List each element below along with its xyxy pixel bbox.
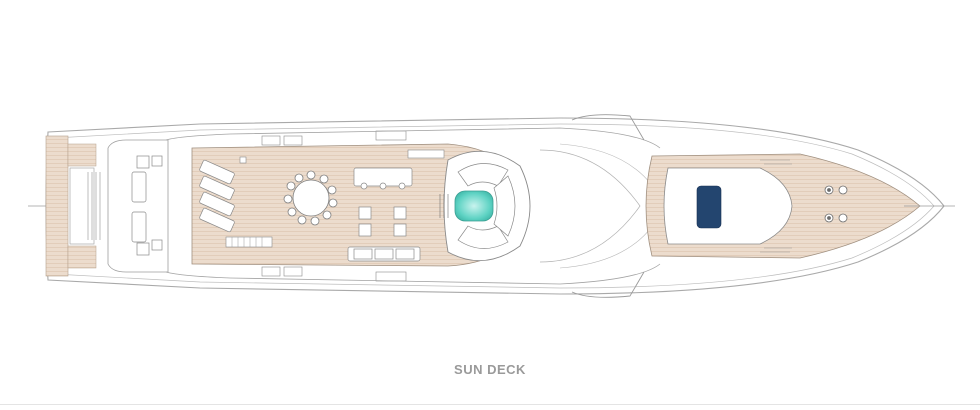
bottom-divider: [0, 404, 980, 405]
windscreen-line-a: [539, 149, 641, 263]
jacuzzi-pool: [454, 190, 494, 222]
storage-locker: [407, 149, 445, 159]
stern-teak-deck: [45, 135, 69, 277]
small-tables: [358, 206, 407, 237]
stern-teak-step-top: [67, 143, 97, 167]
round-dining-table: [283, 170, 338, 226]
aft-lounge-outline: [107, 139, 169, 273]
jacuzzi-steps: [439, 194, 449, 218]
stern-steps: [87, 172, 101, 240]
foredeck-cabin: [663, 167, 793, 245]
sunbeds: [199, 159, 235, 233]
aft-lounge-chairs: [131, 155, 163, 256]
deck-stair-treads: [231, 237, 263, 247]
mast-structure-bottom: [571, 271, 645, 298]
anchor-windlass: [824, 185, 848, 223]
bar-counter: [353, 167, 413, 190]
side-davit-top: [261, 130, 407, 146]
foredeck-cabin-ribs: [760, 159, 792, 253]
deck-stair: [225, 236, 273, 248]
jacuzzi-loungers: [457, 163, 516, 249]
stern-gangway: [69, 167, 95, 245]
side-davit-bottom: [261, 266, 407, 282]
foredeck-skylight: [696, 185, 722, 229]
stern-teak-step-bottom: [67, 245, 97, 269]
mast-structure-top: [571, 114, 645, 141]
sofa: [347, 246, 421, 262]
deck-title: SUN DECK: [454, 362, 526, 377]
deck-light: [239, 156, 247, 164]
